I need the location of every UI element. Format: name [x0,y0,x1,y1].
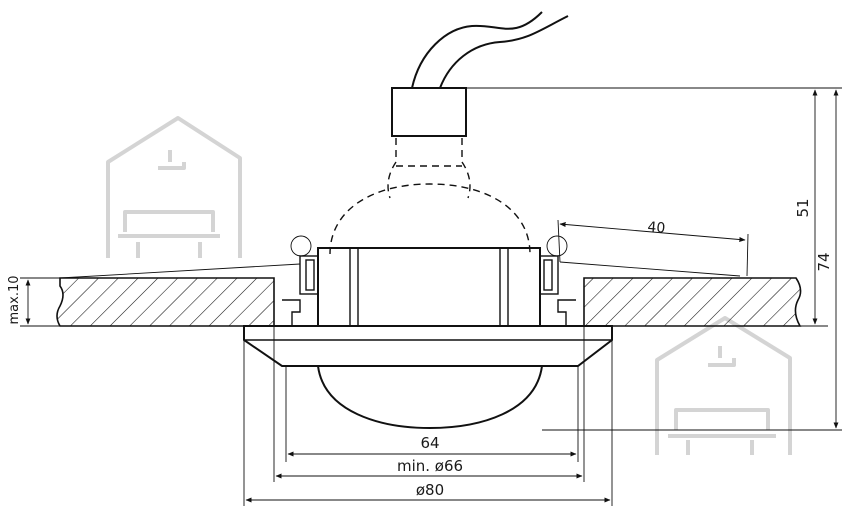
lens-dome [317,365,543,430]
dimension-ceiling-thickness: max.10 [7,276,60,327]
mounting-housing [282,235,576,327]
dimension-tilt-40: 40 [559,219,746,243]
ceiling-slab [56,277,802,327]
house-watermark-icon [106,116,242,258]
dimension-label-80: ø80 [416,481,444,499]
dimension-label-min66: min. ø66 [397,457,463,475]
house-watermark-icon [655,316,792,455]
dimension-label-74: 74 [815,252,833,271]
dimension-label-64: 64 [420,434,439,452]
dimension-label-max10: max.10 [7,276,22,325]
dimension-label-40: 40 [647,219,666,236]
cable [411,11,569,89]
dimension-label-51: 51 [794,198,812,217]
socket-connector [391,87,467,137]
tilt-lines [59,219,749,279]
dimension-diameters: 64 min. ø66 ø80 [243,326,613,506]
trim-flange [243,325,613,367]
dimension-heights: 51 74 [466,87,842,431]
lamp-bulb-dashed [329,138,531,255]
